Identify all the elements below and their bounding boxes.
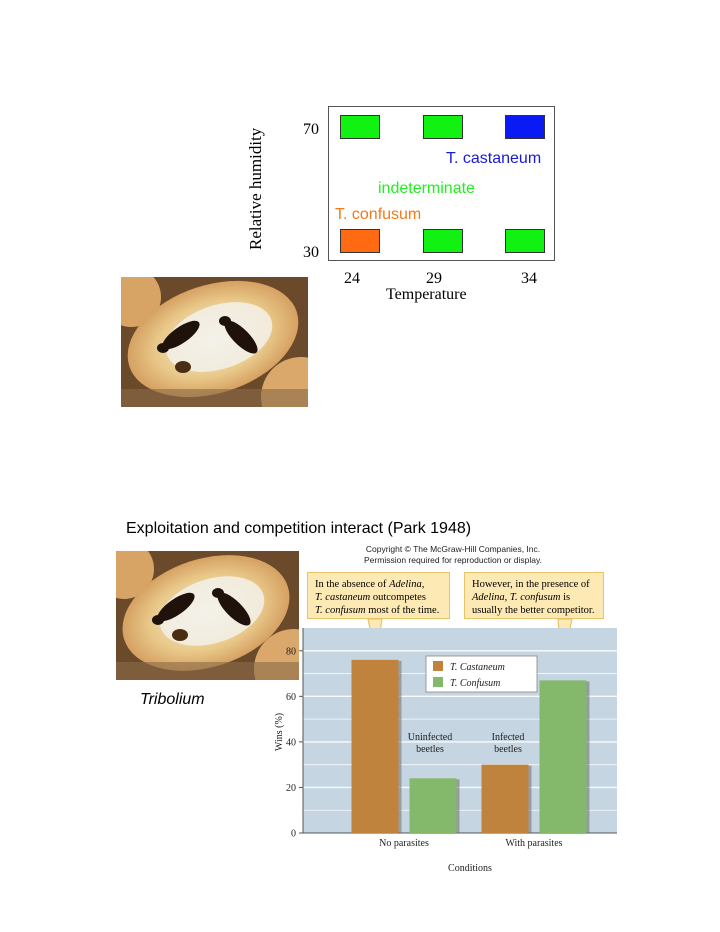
copyright-notice: Copyright © The McGraw-Hill Companies, I… [346,544,560,566]
bar-no-parasites-0 [351,659,399,833]
grid-cell-34-70 [505,115,545,139]
grid-cell-29-30 [423,229,463,253]
photo-caption: Tribolium [140,691,205,708]
grid-cell-29-70 [423,115,463,139]
grid-y-tick-30: 30 [303,244,319,261]
y-tick-label-20: 20 [286,783,296,794]
grid-cell-34-30 [505,229,545,253]
x-tick-label-1: With parasites [505,838,562,849]
section-title: Exploitation and competition interact (P… [126,520,472,537]
x-axis-label: Conditions [448,863,492,874]
legend-swatch-1 [433,677,443,687]
beetle-photo-bottom [116,551,299,680]
y-tick-label-60: 60 [286,692,296,703]
bar-annotation-1-1: beetles [494,744,522,755]
annotation-t-castaneum: T. castaneum [446,150,542,167]
annotation-indeterminate: indeterminate [378,180,475,197]
legend-label-1: T. Confusum [450,678,500,689]
callout-left: In the absence of Adelina, T. castaneum … [307,572,450,619]
grid-cell-24-30 [340,229,380,253]
y-axis-label: Wins (%) [274,713,285,751]
bar-annotation-1-0: Infected [492,732,525,743]
annotation-t-confusum: T. confusum [335,206,422,223]
bar-with-parasites-1 [539,680,587,833]
grid-x-tick-29: 29 [426,270,442,287]
legend-swatch-0 [433,661,443,671]
beetle-photo-top [121,277,308,407]
y-tick-label-40: 40 [286,737,296,748]
grid-cell-24-70 [340,115,380,139]
humidity-temperature-grid [328,106,555,261]
callout-right: However, in the presence of Adelina, T. … [464,572,604,619]
bar-no-parasites-1 [409,778,457,833]
copyright-line-1: Copyright © The McGraw-Hill Companies, I… [365,544,541,554]
copyright-line-2: Permission required for reproduction or … [364,555,542,565]
legend-label-0: T. Castaneum [450,662,505,673]
grid-x-tick-34: 34 [521,270,537,287]
grid-x-tick-24: 24 [344,270,360,287]
legend-box [425,655,538,693]
y-tick-label-0: 0 [291,829,296,840]
grid-y-axis-label: Relative humidity [246,127,265,250]
bar-annotation-0-0: Uninfected [408,732,452,743]
x-tick-label-0: No parasites [379,838,429,849]
grid-x-axis-label: Temperature [386,286,467,303]
bar-with-parasites-0 [481,764,529,833]
grid-y-tick-70: 70 [303,121,319,138]
y-tick-label-80: 80 [286,646,296,657]
bar-annotation-0-1: beetles [416,744,444,755]
